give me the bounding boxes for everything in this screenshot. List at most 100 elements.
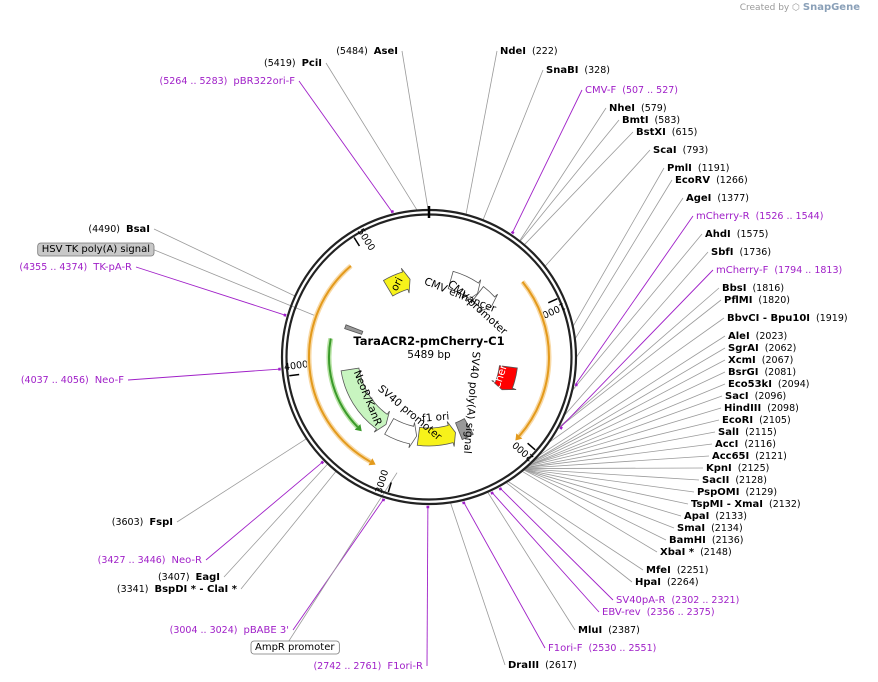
- enzyme-32: SmaI (2134): [677, 523, 743, 534]
- watermark-prefix: Created by: [739, 3, 790, 13]
- enzyme-4: NheI(579): [609, 103, 667, 114]
- enzyme-14-pos: (1820): [758, 295, 790, 306]
- primer-10-pos: (4355 .. 4374): [19, 262, 87, 273]
- boxed-leader-1: [284, 472, 398, 648]
- boxed-leader-0: [151, 248, 317, 317]
- leader-10: [575, 197, 684, 359]
- leader-29: [524, 468, 695, 493]
- primer-leader-10: [135, 266, 287, 316]
- scale-tick-3000: [387, 482, 392, 493]
- enzyme-35-pos: (2251): [677, 565, 709, 576]
- enzyme-25: AccI(2116): [715, 439, 776, 450]
- enzyme-32-pos: (2134): [711, 523, 743, 534]
- enzyme-11: AhdI(1575): [705, 229, 768, 240]
- leader-37: [487, 491, 576, 631]
- enzyme-13-name: BbsI: [722, 283, 746, 294]
- enzyme-20-name: Eco53kI: [728, 379, 772, 390]
- leader-21: [528, 395, 723, 466]
- leader-22: [528, 407, 722, 466]
- enzyme-0-name: AseI: [374, 46, 398, 57]
- enzyme-15-name: BbvCI - Bpu10I: [727, 313, 810, 324]
- enzyme-41-name: BspDI * - ClaI *: [154, 584, 237, 595]
- primer-6-pos: (2742 .. 2761): [313, 661, 381, 672]
- enzyme-4-pos: (579): [641, 103, 667, 114]
- primer-11-pos: (5264 .. 5283): [160, 76, 228, 87]
- scale-tick-5000: [353, 237, 361, 247]
- enzyme-13-pos: (1816): [752, 283, 784, 294]
- scale-label-4000: 4000: [283, 359, 308, 373]
- leader-13: [557, 287, 720, 429]
- leader-36: [505, 482, 633, 583]
- primer-3-pos: (2302 .. 2321): [671, 595, 739, 606]
- scale-tick-1000: [547, 298, 558, 304]
- enzyme-23: EcoRI(2105): [722, 415, 791, 426]
- enzyme-42: (4490)BsaI: [88, 224, 150, 235]
- enzyme-36-pos: (2264): [667, 577, 699, 588]
- enzyme-33-name: BamHI: [669, 535, 706, 546]
- primer-leader-4: [491, 491, 600, 613]
- enzyme-6-pos: (615): [672, 127, 698, 138]
- primer-leader-11: [298, 80, 393, 213]
- primer-mark-8: [320, 460, 325, 465]
- enzyme-16-name: AleI: [728, 331, 750, 342]
- plasmid-name: TaraACR2-pmCherry-C1: [353, 334, 504, 348]
- enzyme-3-name: SnaBI: [546, 65, 578, 76]
- primer-4: EBV-rev(2356 .. 2375): [602, 607, 715, 618]
- primer-mark-7: [381, 498, 386, 502]
- enzyme-0-pos: (5484): [336, 46, 368, 57]
- enzyme-3: SnaBI(328): [546, 65, 610, 76]
- enzyme-28: SacII(2128): [702, 475, 767, 486]
- enzyme-9: EcoRV(1266): [675, 175, 748, 186]
- leader-0: [401, 50, 429, 211]
- enzyme-17: SgrAI(2062): [728, 343, 796, 354]
- primer-leader-8: [205, 461, 324, 561]
- enzyme-37: MluI(2387): [578, 625, 640, 636]
- orf-neo-outer-halo: [306, 263, 372, 464]
- enzyme-7: ScaI(793): [653, 145, 708, 156]
- enzyme-12-name: SbfI: [711, 247, 733, 258]
- leader-12: [563, 251, 709, 417]
- enzyme-32-name: SmaI: [677, 523, 705, 534]
- feature-mcherry: [491, 365, 518, 391]
- orf-mcherry-outer-head: [515, 433, 523, 441]
- leader-8: [572, 167, 665, 327]
- leader-30: [523, 468, 689, 505]
- enzyme-19-name: BsrGI: [728, 367, 758, 378]
- primer-8-name: Neo-R: [172, 555, 203, 566]
- orf-mcherry-outer-halo: [517, 280, 552, 438]
- primer-1-name: mCherry-R: [696, 211, 750, 222]
- enzyme-25-pos: (2116): [744, 439, 776, 450]
- enzyme-29-pos: (2129): [745, 487, 777, 498]
- orf-neo-inner-head: [354, 424, 362, 432]
- primer-0-pos: (507 .. 527): [622, 85, 678, 96]
- enzyme-40-pos: (3407): [158, 572, 190, 583]
- leader-24: [525, 431, 716, 468]
- primer-7-pos: (3004 .. 3024): [170, 625, 238, 636]
- watermark-brand: SnapGene: [802, 2, 860, 13]
- enzyme-30-pos: (2132): [769, 499, 801, 510]
- primer-mark-0: [510, 230, 515, 235]
- scale-label-2000: 2000: [511, 439, 536, 463]
- leader-25: [525, 443, 713, 468]
- enzyme-40-name: EagI: [196, 572, 220, 583]
- enzyme-1-name: PciI: [302, 58, 322, 69]
- enzyme-24: SalI(2115): [718, 427, 777, 438]
- primer-2-name: mCherry-F: [716, 265, 769, 276]
- enzyme-2: NdeI(222): [500, 46, 558, 57]
- enzyme-19-pos: (2081): [764, 367, 796, 378]
- enzyme-11-pos: (1575): [737, 229, 769, 240]
- enzyme-22-name: HindIII: [724, 403, 761, 414]
- primer-leader-1: [575, 215, 694, 385]
- enzyme-8-pos: (1191): [698, 163, 730, 174]
- enzyme-7-name: ScaI: [653, 145, 677, 156]
- enzyme-0: (5484) AseI: [336, 46, 398, 57]
- feature-hsv-tk-polya: [344, 324, 364, 335]
- enzyme-6: BstXI(615): [636, 127, 697, 138]
- enzyme-31-pos: (2133): [715, 511, 747, 522]
- enzyme-18-name: XcmI: [728, 355, 756, 366]
- feature-sv40-polya: [455, 418, 474, 441]
- enzyme-2-pos: (222): [532, 46, 558, 57]
- enzyme-35-name: MfeI: [646, 565, 671, 576]
- enzyme-31-name: ApaI: [684, 511, 709, 522]
- leader-18: [531, 359, 726, 463]
